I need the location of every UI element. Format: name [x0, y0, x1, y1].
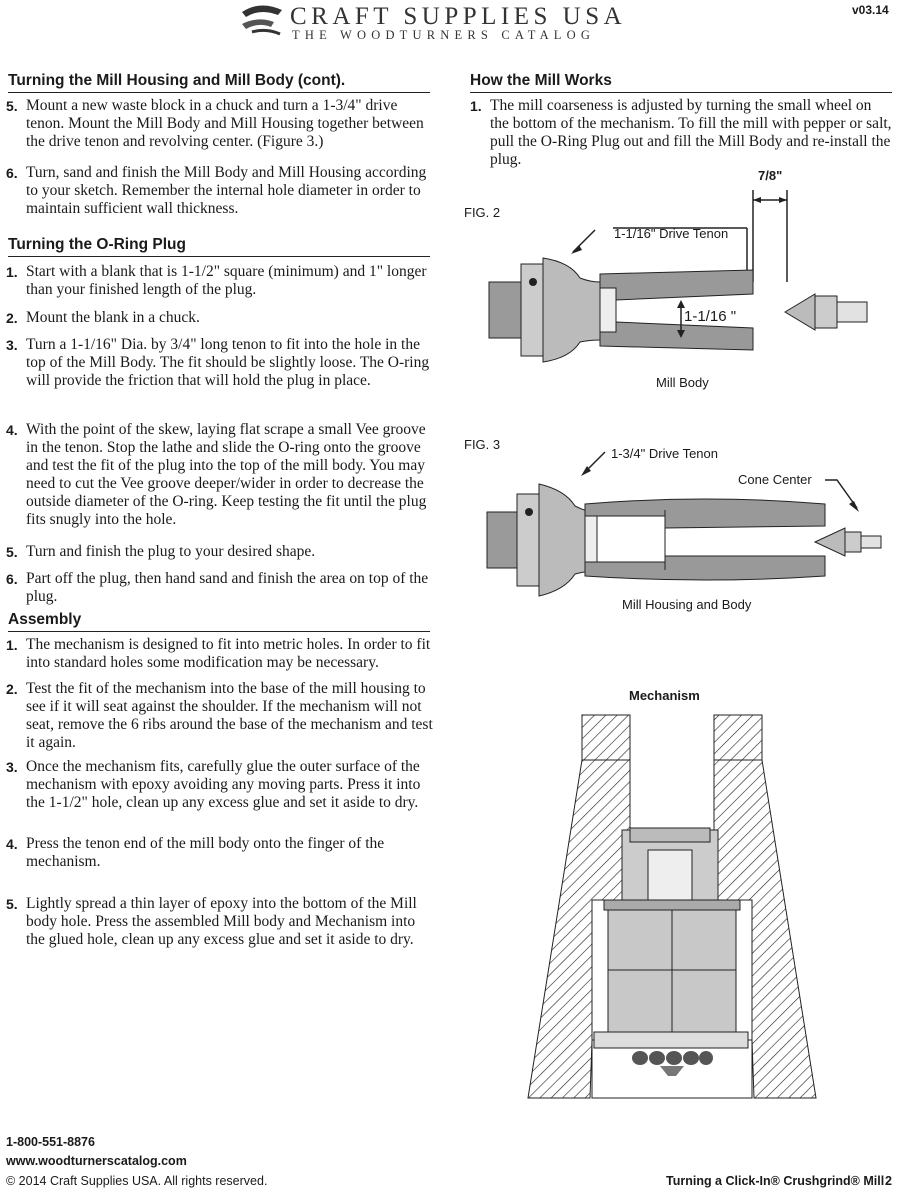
- mechanism-drawing: [527, 714, 817, 1099]
- list-item: 6.Part off the plug, then hand sand and …: [6, 570, 429, 605]
- fig2-caption: Mill Body: [656, 375, 709, 390]
- list-item: 5.Mount a new waste block in a chuck and…: [6, 97, 424, 150]
- footer-doc-title: Turning a Click-In® Crushgrind® Mill: [666, 1174, 885, 1188]
- fig2-drive-tenon: 1-1/16" Drive Tenon: [614, 226, 729, 241]
- brand-tagline: THE WOODTURNERS CATALOG: [292, 28, 596, 42]
- list-item: 1.The mechanism is designed to fit into …: [6, 636, 431, 671]
- list-item: 3.Turn a 1-1/16" Dia. by 3/4" long tenon…: [6, 336, 430, 389]
- fig2-inner-dim: 1-1/16 ": [684, 308, 737, 325]
- list-item: 2.Mount the blank in a chuck.: [6, 309, 200, 326]
- list-item: 3.Once the mechanism fits, carefully glu…: [6, 758, 421, 811]
- list-item: 1.Start with a blank that is 1-1/2" squa…: [6, 263, 427, 298]
- list-item: 5.Turn and finish the plug to your desir…: [6, 543, 316, 560]
- page-number: 2: [885, 1174, 892, 1188]
- mechanism-title: Mechanism: [629, 688, 700, 703]
- fig3-drive-tenon: 1-3/4" Drive Tenon: [611, 446, 718, 461]
- fig3-label: FIG. 3: [464, 437, 501, 452]
- fig3-drawing: [486, 451, 882, 597]
- heading-how-mill-works: How the Mill Works: [470, 72, 892, 93]
- list-item: 4.Press the tenon end of the mill body o…: [6, 835, 385, 870]
- heading-o-ring-plug: Turning the O-Ring Plug: [8, 236, 430, 257]
- list-item: 2.Test the fit of the mechanism into the…: [6, 680, 433, 751]
- list-item: 4.With the point of the skew, laying fla…: [6, 421, 427, 528]
- footer-website[interactable]: www.woodturnerscatalog.com: [6, 1154, 187, 1168]
- brand-logo-icon: [242, 5, 282, 36]
- footer-copyright: © 2014 Craft Supplies USA. All rights re…: [6, 1174, 268, 1188]
- fig3-cone-center: Cone Center: [738, 472, 812, 487]
- list-item: 5.Lightly spread a thin layer of epoxy i…: [6, 895, 417, 948]
- fig2-label: FIG. 2: [464, 205, 501, 220]
- fig3-caption: Mill Housing and Body: [622, 597, 752, 612]
- heading-assembly: Assembly: [8, 611, 430, 632]
- list-item: 6.Turn, sand and finish the Mill Body an…: [6, 164, 427, 217]
- footer-phone: 1-800-551-8876: [6, 1135, 95, 1149]
- list-item: 1.The mill coarseness is adjusted by tur…: [470, 97, 892, 168]
- fig2-drawing: [488, 190, 868, 363]
- heading-mill-housing: Turning the Mill Housing and Mill Body (…: [8, 72, 430, 93]
- version-label: v03.14: [852, 3, 889, 17]
- brand-name: CRAFT SUPPLIES USA: [290, 3, 627, 30]
- fig2-dim-top: 7/8": [758, 168, 783, 183]
